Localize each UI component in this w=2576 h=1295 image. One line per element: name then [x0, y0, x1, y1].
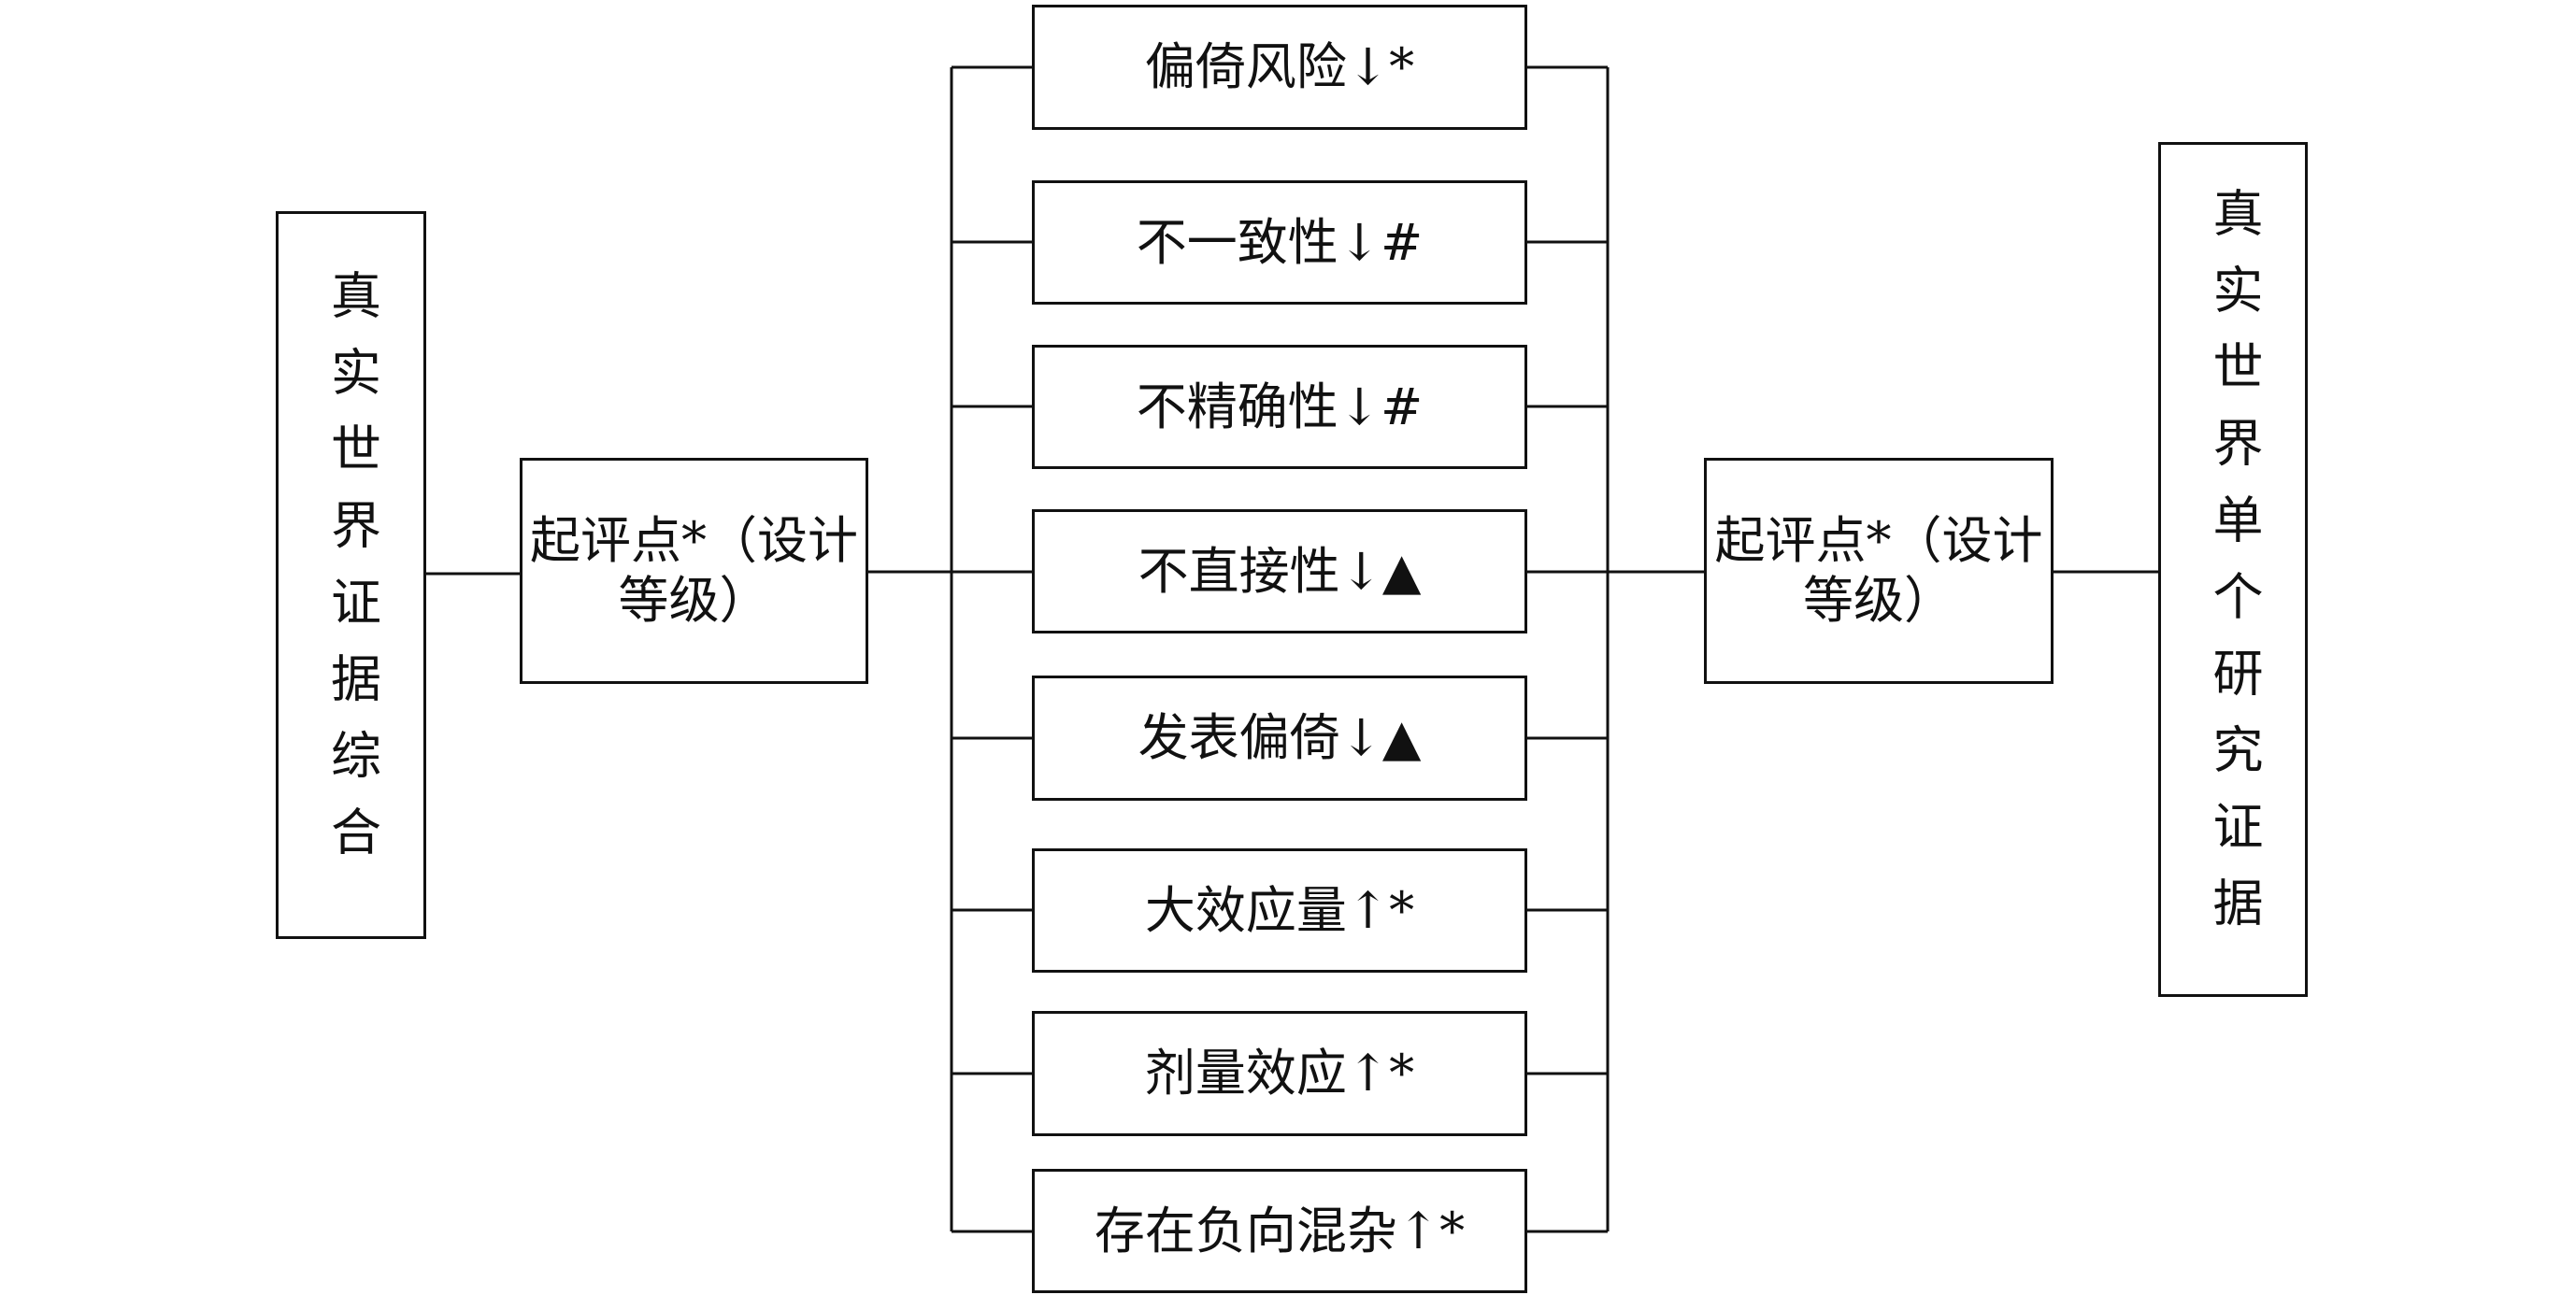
right-evidence-column: 真实世界单个研究证据: [2158, 142, 2308, 997]
right-start-rating-line1: 起评点*（设计: [1714, 511, 2043, 570]
factor-label: 剂量效应↑*: [1144, 1044, 1415, 1103]
factor-box-2: 不一致性↓#: [1032, 180, 1527, 305]
left-start-rating-box: 起评点*（设计 等级）: [520, 458, 868, 684]
factor-label: 发表偏倚↓▲: [1138, 708, 1422, 767]
factor-box-1: 偏倚风险↓*: [1032, 5, 1527, 130]
left-start-rating-line2: 等级）: [618, 571, 770, 630]
factor-label: 大效应量↑*: [1144, 880, 1415, 940]
factor-box-8: 存在负向混杂↑*: [1032, 1169, 1527, 1293]
factor-box-7: 剂量效应↑*: [1032, 1011, 1527, 1136]
factor-label: 存在负向混杂↑*: [1094, 1201, 1466, 1260]
right-start-rating-line2: 等级）: [1803, 571, 1954, 630]
factor-label: 不直接性↓▲: [1138, 541, 1422, 601]
factor-box-6: 大效应量↑*: [1032, 848, 1527, 973]
left-evidence-column: 真实世界证据综合: [276, 211, 426, 939]
factor-box-5: 发表偏倚↓▲: [1032, 676, 1527, 801]
factor-box-4: 不直接性↓▲: [1032, 509, 1527, 633]
left-start-rating-line1: 起评点*（设计: [530, 511, 858, 570]
factor-label: 不精确性↓#: [1136, 377, 1424, 436]
factor-box-3: 不精确性↓#: [1032, 345, 1527, 469]
factor-label: 偏倚风险↓*: [1144, 37, 1415, 96]
right-start-rating-box: 起评点*（设计 等级）: [1704, 458, 2054, 684]
left-evidence-label: 真实世界证据综合: [322, 268, 381, 882]
right-evidence-label: 真实世界单个研究证据: [2204, 186, 2263, 953]
factor-label: 不一致性↓#: [1136, 212, 1424, 272]
